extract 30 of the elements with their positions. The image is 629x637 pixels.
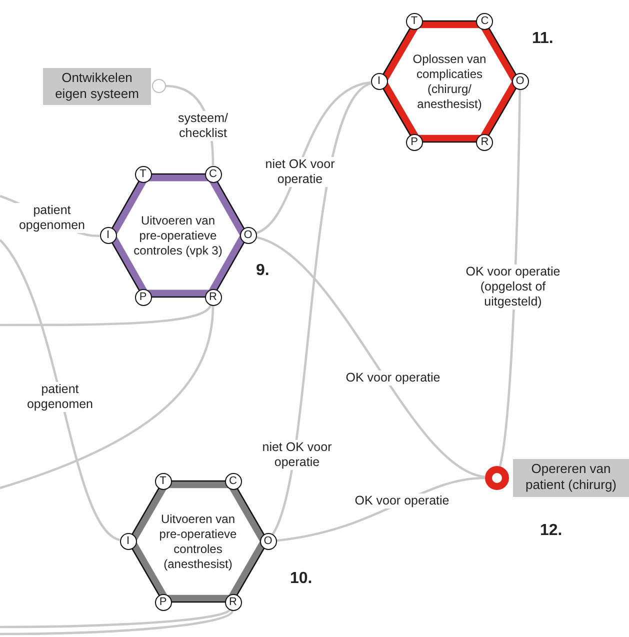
connector-line: [498, 90, 522, 467]
function-label: Ontwikkelen eigen systeem: [43, 68, 151, 105]
function-label: Opereren van patient (chirurg): [513, 459, 629, 497]
aspect-circle: P: [406, 134, 423, 150]
connector-line: [0, 305, 214, 490]
function-number: 12.: [540, 522, 562, 540]
aspect-circle: T: [406, 12, 423, 30]
function-label: Uitvoeren van pre-operatieve controles (anesthesist): [158, 512, 238, 572]
function-node: [485, 459, 629, 497]
connector-line: [0, 239, 120, 541]
function-label: Oplossen van complicaties (chirurg/ anesthesist): [412, 52, 488, 112]
aspect-circle: I: [100, 227, 116, 244]
aspect-circle: C: [224, 472, 242, 490]
aspect-circle: T: [154, 472, 172, 490]
function-number: 9.: [256, 262, 270, 280]
aspect-circle: R: [476, 134, 494, 150]
aspect-circle: I: [370, 73, 388, 90]
aspect-circle: P: [154, 594, 172, 610]
aspect-circle: C: [204, 166, 222, 182]
aspect-circle: P: [134, 288, 152, 306]
aspect-circle: C: [476, 12, 494, 30]
connector-line: [0, 608, 230, 628]
aspect-circle: T: [134, 166, 152, 182]
connector-line: [0, 304, 212, 326]
connector-line: [0, 610, 234, 636]
connector-line: [256, 236, 486, 478]
function-number: 11.: [532, 30, 554, 48]
function-label: Uitvoeren van pre-operatieve controles (vpk 3): [132, 213, 224, 258]
function-number: 10.: [290, 570, 312, 588]
aspect-circle: I: [120, 533, 136, 550]
